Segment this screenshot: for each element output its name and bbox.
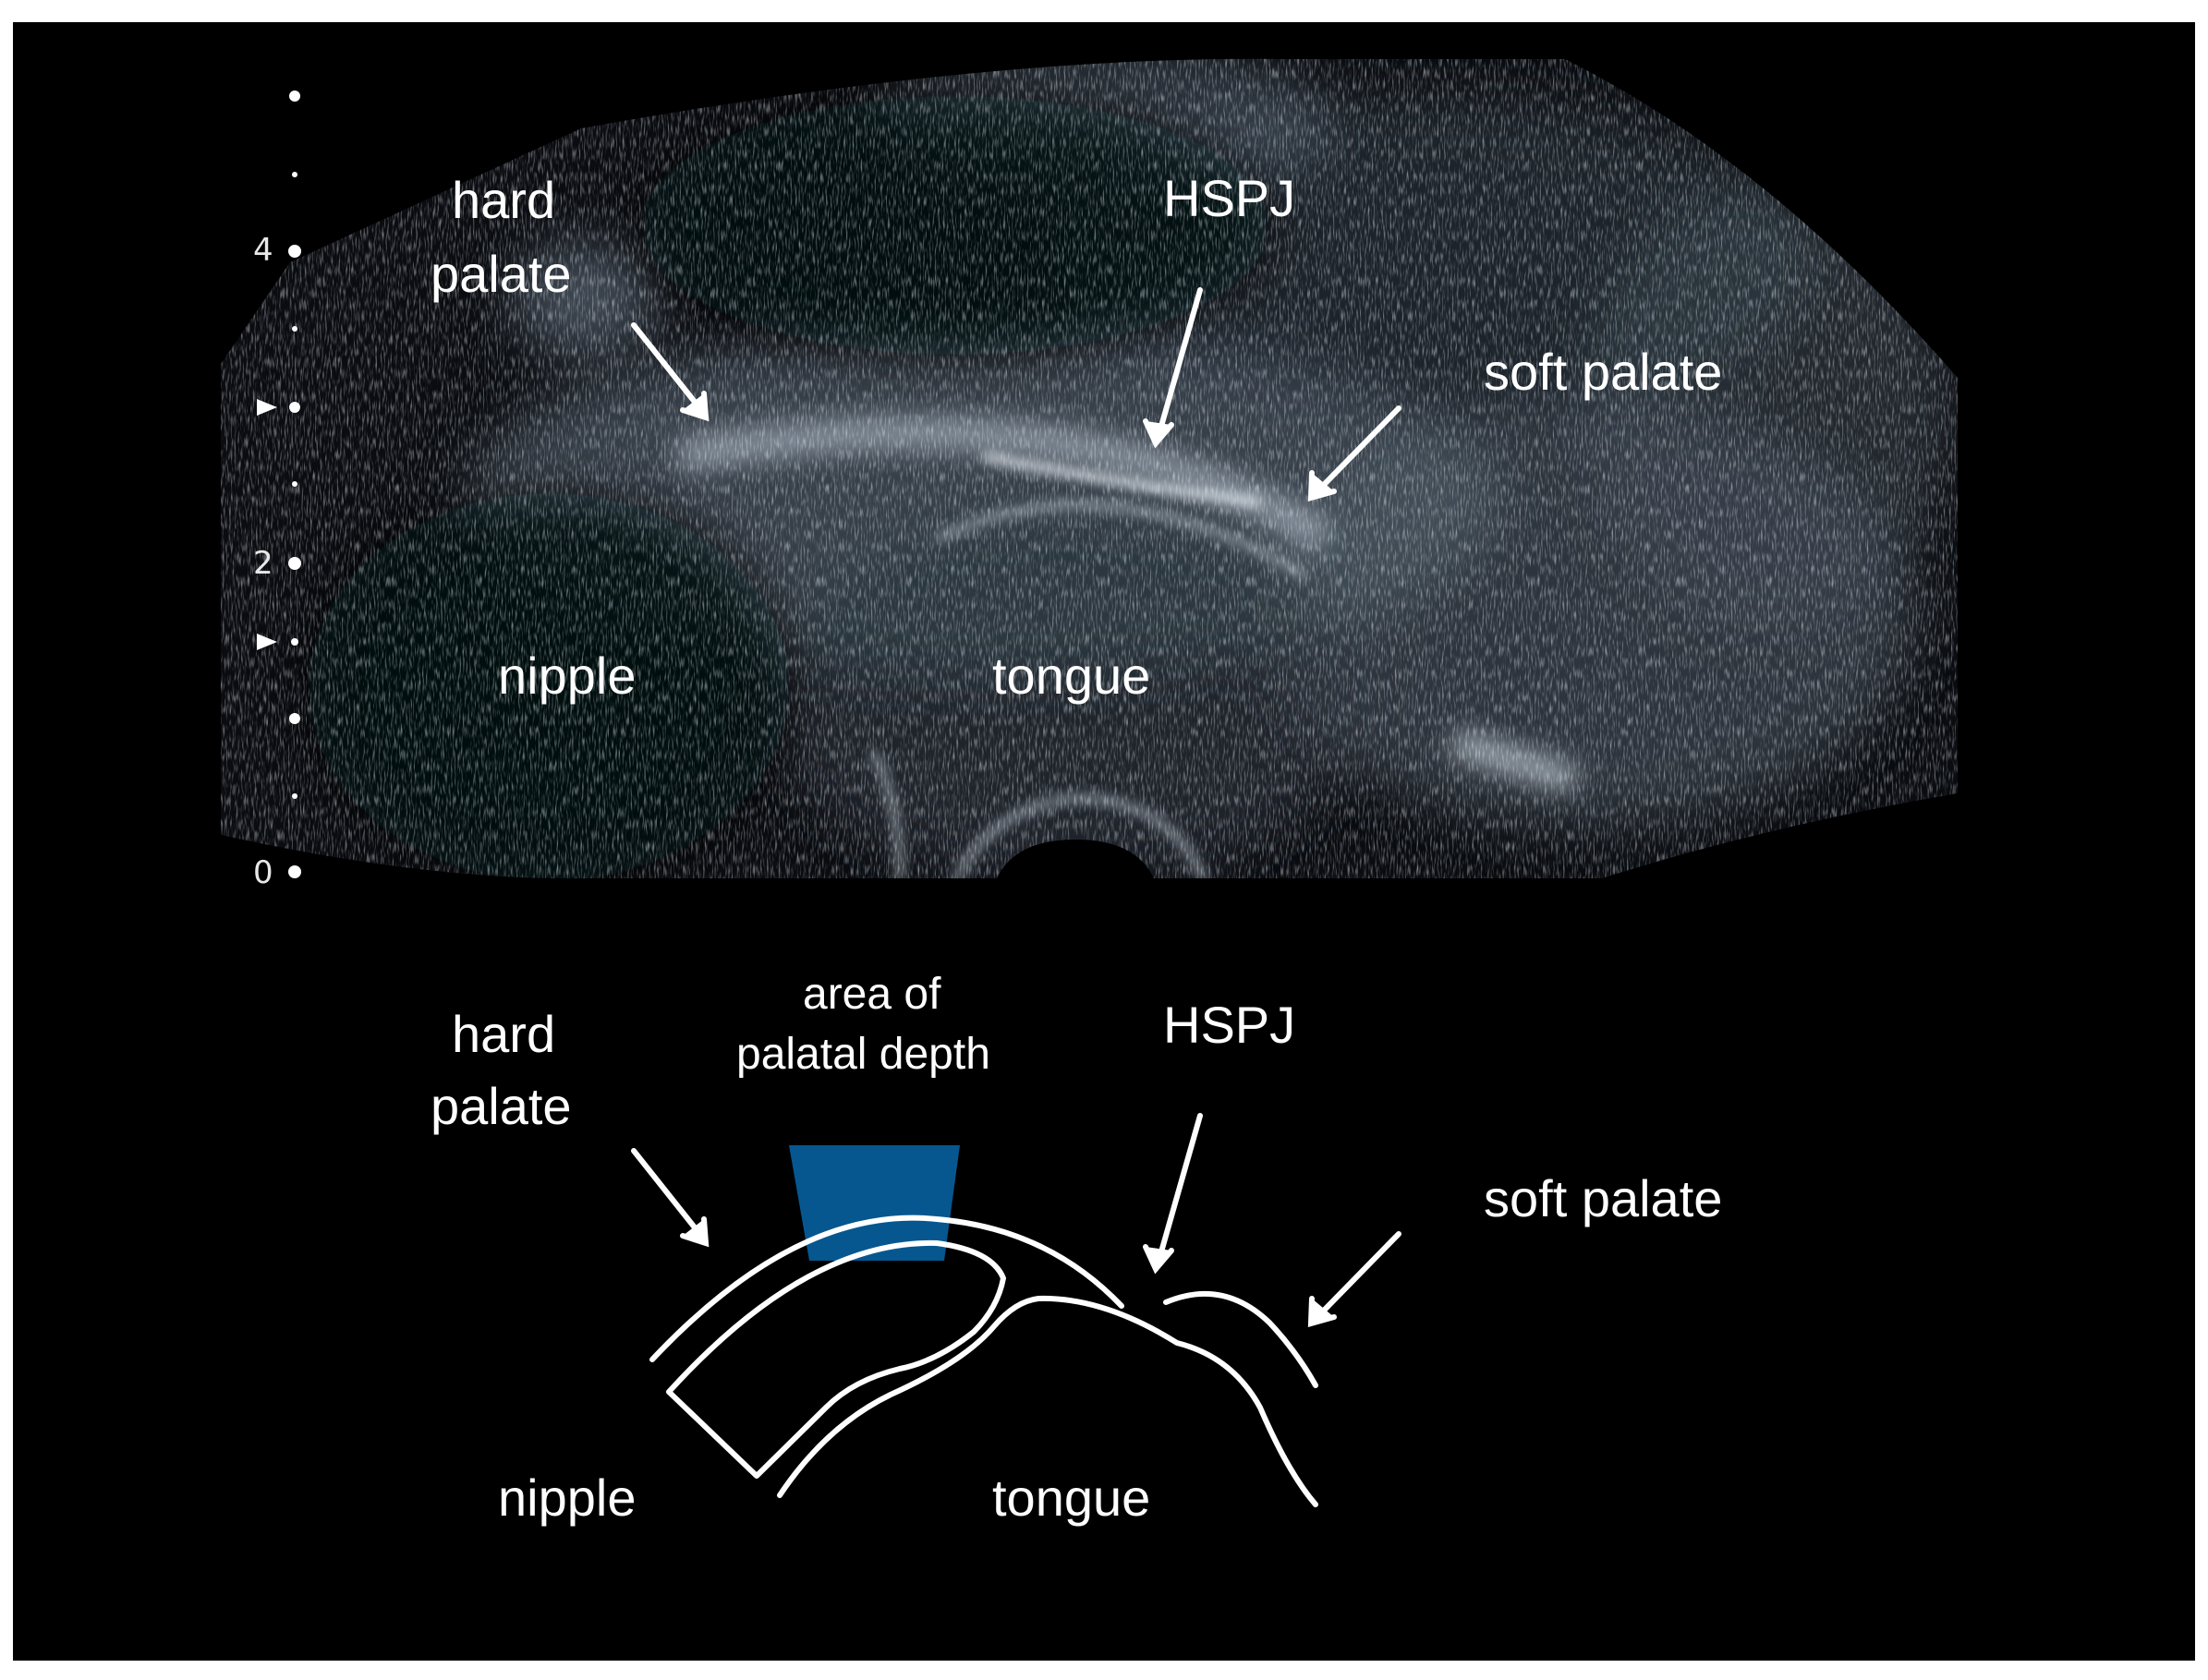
us-label-nipple: nipple — [498, 647, 636, 705]
soft-palate-outline — [1163, 1290, 1318, 1388]
scale-tick-2: 2 — [253, 545, 273, 582]
arrow-icon — [1307, 405, 1401, 502]
figure-svg: 4 2 0 hard palate HSPJ soft palate nippl… — [221, 58, 1958, 1527]
scale-tick-0: 0 — [253, 854, 273, 891]
us-label-hard: hard — [452, 171, 555, 229]
sch-label-area-of: area of — [803, 970, 941, 1019]
arrow-icon — [1143, 1113, 1203, 1275]
us-label-palate: palate — [431, 245, 572, 303]
sch-label-nipple: nipple — [498, 1468, 636, 1527]
sch-label-palate: palate — [431, 1077, 572, 1135]
hard-palate-outline — [649, 1215, 1124, 1362]
sch-label-hard: hard — [452, 1005, 555, 1063]
sch-label-hspj: HSPJ — [1163, 996, 1295, 1054]
us-label-hspj: HSPJ — [1163, 169, 1295, 227]
us-label-soft-palate: soft palate — [1484, 343, 1722, 401]
nipple-outline — [666, 1239, 1006, 1479]
figure-frame: 4 2 0 hard palate HSPJ soft palate nippl… — [13, 22, 2195, 1661]
ultrasound-image — [221, 58, 1958, 879]
arrow-icon — [631, 322, 710, 422]
depth-scale: 4 2 0 — [253, 91, 301, 891]
schematic-outlines — [649, 1215, 1318, 1507]
sch-arrows — [631, 1113, 1401, 1327]
arrow-icon — [1143, 287, 1203, 449]
schematic-diagram — [649, 1145, 1318, 1507]
arrow-icon — [631, 1148, 710, 1248]
sch-label-palatal-depth: palatal depth — [736, 1030, 990, 1079]
sch-label-tongue: tongue — [992, 1468, 1150, 1527]
scale-tick-4: 4 — [253, 232, 273, 269]
sch-label-soft-palate: soft palate — [1484, 1169, 1722, 1227]
arrow-icon — [1307, 1231, 1401, 1327]
us-label-tongue: tongue — [992, 647, 1150, 705]
us-arrows — [631, 287, 1401, 502]
tongue-outline — [777, 1295, 1318, 1507]
